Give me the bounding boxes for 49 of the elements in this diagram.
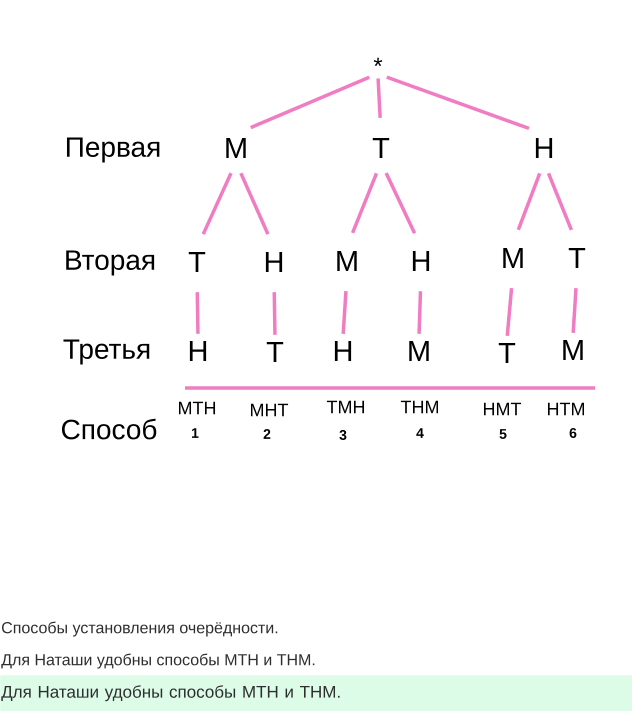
letter: Т bbox=[266, 342, 284, 362]
branch-line bbox=[571, 288, 578, 333]
row-label: Способ bbox=[62, 418, 156, 440]
branch-line bbox=[546, 172, 573, 231]
highlight-band: Для Наташи удобны способы МТН и ТНМ. bbox=[0, 675, 632, 711]
number-label: 2 bbox=[264, 429, 270, 439]
combination-label: ТМН bbox=[326, 400, 364, 414]
row-label: Третья bbox=[63, 339, 150, 365]
letter: М bbox=[409, 341, 429, 361]
letter: М bbox=[337, 251, 357, 271]
branch-line bbox=[202, 172, 233, 235]
number-label: 4 bbox=[416, 428, 424, 438]
letter: Т bbox=[372, 138, 390, 158]
letter: Т bbox=[568, 248, 586, 268]
branch-line bbox=[506, 288, 514, 336]
combination-label: ТНМ bbox=[400, 400, 438, 414]
caption: Способы установления очерёдности. bbox=[2, 621, 278, 637]
combination-label: МНТ bbox=[251, 404, 288, 416]
number-label: 6 bbox=[570, 428, 576, 438]
letter: Н bbox=[334, 341, 352, 361]
letter: Т bbox=[498, 343, 516, 363]
row-label: Первая bbox=[66, 137, 160, 163]
branch-line bbox=[384, 172, 416, 234]
branch-line bbox=[272, 292, 277, 335]
letter: Т bbox=[188, 252, 206, 272]
branch-line bbox=[376, 78, 382, 118]
number-label: 1 bbox=[192, 428, 198, 438]
branch-line bbox=[196, 292, 200, 334]
combination-label: НТМ bbox=[548, 402, 584, 416]
letter: Н bbox=[190, 341, 206, 361]
branch-line bbox=[239, 172, 270, 235]
branch-line bbox=[516, 172, 542, 230]
number-label: 3 bbox=[339, 430, 346, 440]
branch-line bbox=[386, 76, 530, 130]
branch-line bbox=[417, 291, 422, 334]
letter: Н bbox=[536, 138, 552, 158]
letter: Н bbox=[412, 251, 430, 271]
number-label: 5 bbox=[500, 429, 506, 439]
combination-label: МТН bbox=[179, 402, 216, 414]
row-label: Вторая bbox=[66, 250, 154, 276]
letter: М bbox=[226, 138, 246, 158]
branch-line bbox=[250, 76, 370, 130]
letter: М bbox=[503, 248, 523, 268]
letter: М bbox=[563, 340, 583, 360]
asterisk: * bbox=[374, 58, 382, 66]
letter: Н bbox=[266, 252, 282, 272]
combination-label: НМТ bbox=[484, 402, 522, 416]
branch-line bbox=[341, 291, 348, 334]
branch-line bbox=[350, 172, 378, 234]
